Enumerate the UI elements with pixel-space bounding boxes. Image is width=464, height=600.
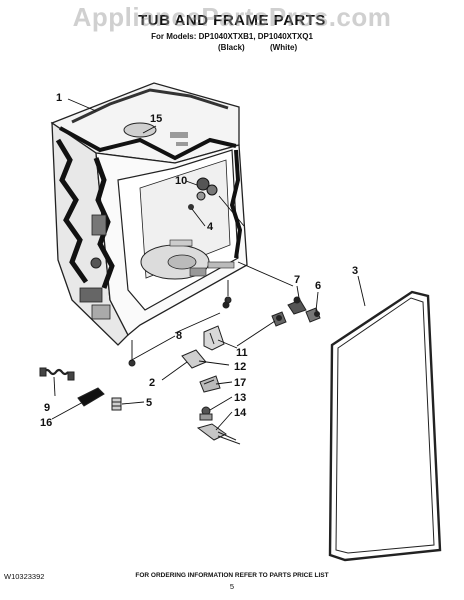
door-gasket-drawing — [328, 290, 442, 562]
watermark: AppliancePartsPros.com — [72, 2, 392, 32]
callout-12: 12 — [234, 361, 246, 373]
callout-3: 3 — [352, 265, 358, 277]
leader-lines — [51, 98, 366, 431]
callout-11: 11 — [236, 347, 248, 359]
models-line: For Models: DP1040XTXB1, DP1040XTXQ1 — [151, 32, 313, 41]
page-number: 5 — [229, 582, 235, 591]
variant-white-label: (White) — [270, 43, 298, 52]
page-title: TUB AND FRAME PARTS — [138, 12, 326, 29]
callout-9: 9 — [44, 402, 50, 414]
small-parts-drawing — [39, 296, 321, 445]
callout-1: 1 — [56, 92, 62, 104]
variant-black-label: (Black) — [218, 43, 245, 52]
callout-14: 14 — [234, 407, 247, 419]
callout-2: 2 — [149, 377, 155, 389]
document-number: W10323392 — [4, 572, 45, 581]
tub-assembly-drawing — [50, 82, 248, 367]
callout-10: 10 — [175, 175, 187, 187]
callout-15: 15 — [150, 113, 162, 125]
callout-5: 5 — [146, 397, 152, 409]
callout-6: 6 — [315, 280, 321, 292]
callout-7: 7 — [294, 274, 300, 286]
callout-16: 16 — [40, 417, 52, 429]
callout-17: 17 — [234, 377, 246, 389]
callout-8: 8 — [176, 330, 182, 342]
callout-13: 13 — [234, 392, 246, 404]
ordering-note: FOR ORDERING INFORMATION REFER TO PARTS … — [135, 572, 329, 579]
callout-labels: 1 15 10 4 7 6 3 8 11 12 17 2 13 14 9 16 … — [40, 92, 358, 429]
callout-4: 4 — [207, 221, 214, 233]
